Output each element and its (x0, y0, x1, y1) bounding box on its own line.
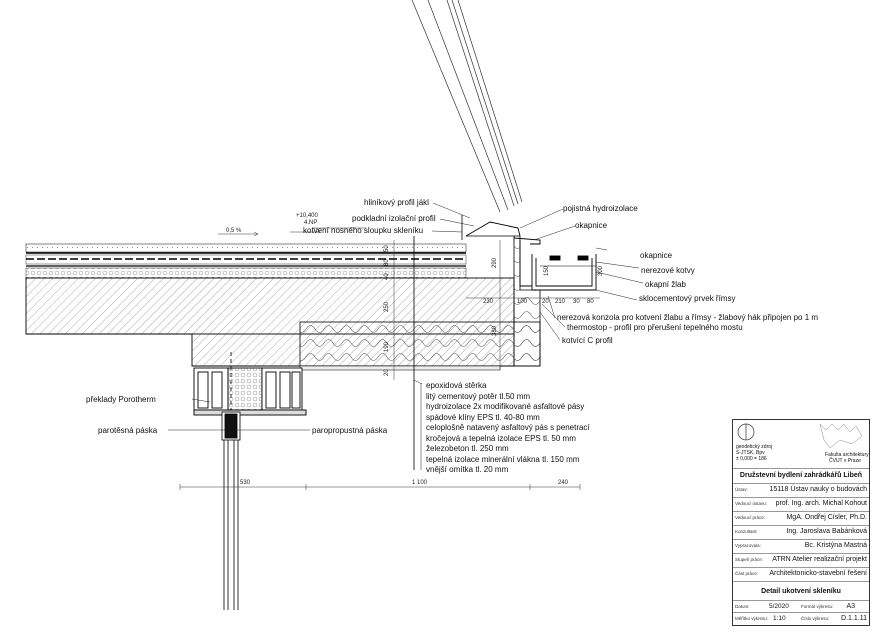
tb-row: Vedoucí práce: MgA. Ondřej Císler, Ph.D. (733, 511, 869, 525)
level-value: +10,400 (296, 213, 318, 219)
tb-key: Měřítko výkresu: (735, 616, 769, 621)
tb-value: 5/2020 (769, 603, 789, 610)
tb-key: Konzultant: (735, 529, 758, 534)
layer-item: železobeton tl. 250 mm (426, 444, 509, 453)
label-nerezove-kotvy: nerezové kotvy (641, 266, 695, 275)
tb-key: Datum: (735, 604, 750, 609)
dim-530: 530 (240, 480, 251, 486)
label-paropropustna-paska: paropropustná páska (312, 426, 388, 435)
tb-key: Vedoucí ústavu: (735, 501, 768, 506)
window-frame (221, 352, 241, 610)
tb-key: Číslo výkresu: (801, 616, 830, 621)
label-nerezova-konzola: nerezová konzola pro kotvení žlabu a řím… (557, 313, 819, 322)
tb-key: Vedoucí práce: (735, 515, 766, 520)
geo-line-3: ± 0,000 = 186 (736, 456, 767, 462)
tb-key: Vypracovala: (735, 543, 761, 548)
layer-item: epoxidová stěrka (426, 381, 487, 390)
porotherm-lintels (193, 367, 307, 416)
tb-row: Část práce: Architektonicko-stavební řeš… (733, 567, 869, 581)
label-okapnice-2: okapnice (640, 251, 673, 260)
dim-1100: 1 100 (412, 480, 428, 486)
dim-v40: 40 (384, 273, 390, 280)
dim-v50: 50 (384, 245, 390, 252)
tb-value: A3 (846, 603, 855, 610)
dim-v380: 380 (492, 325, 498, 336)
dim-230: 230 (483, 299, 494, 305)
dim-v150: 150 (544, 265, 550, 276)
dim-100: 100 (517, 299, 528, 305)
tb-value: prof. Ing. arch. Michal Kohout (775, 500, 867, 507)
layer-item: spádové klíny EPS tl. 40-80 mm (426, 412, 540, 422)
sheet-title-row: Detail ukotvení skleníku (733, 581, 869, 600)
label-pojistna-hydroizolace: pojistná hydroizolace (563, 204, 638, 213)
greenhouse-glazing (411, 0, 523, 213)
tb-row: Konzultant: Ing. Jaroslava Babánková (733, 525, 869, 539)
dim-v250: 250 (384, 301, 390, 312)
layer-item: hydroizolace 2x modifikované asfaltové p… (426, 402, 585, 411)
layer-item: tepelná izolace minerální vlákna tl. 150… (426, 454, 580, 464)
north-arrow-icon (737, 423, 755, 441)
tb-value: Ing. Jaroslava Babánková (786, 528, 867, 535)
label-podkladni-profil: podkladní izolační profil (352, 214, 436, 223)
dim-v300: 300 (598, 265, 604, 276)
label-parotesna-paska: parotěsná páska (98, 426, 158, 435)
dim-20: 20 (542, 299, 549, 305)
geo-line-2: S-JTSK, Bpv (736, 450, 765, 456)
tb-key: Část práce: (735, 571, 759, 576)
tb-value: ATRN Atelier realizační projekt (772, 556, 867, 563)
tb-key: Formát výkresu: (801, 604, 834, 609)
dimension-lines (179, 227, 600, 490)
tb-row: Vypracovala: Bc. Kristýna Mastná (733, 539, 869, 553)
dim-v20: 20 (384, 369, 390, 376)
tb-row: Ústav: 15118 Ústav nauky o budovách (733, 483, 869, 497)
layer-list: epoxidová stěrka litý cementový potěr tl… (426, 381, 590, 476)
tb-row: Datum: 5/2020 Formát výkresu: A3 (733, 600, 869, 614)
gutter-cornice (465, 221, 597, 291)
tb-row: Měřítko výkresu: 1:10 Číslo výkresu: D.1… (733, 612, 869, 626)
label-kotvici-c-profil: kotvící C profil (562, 336, 613, 345)
dim-210: 210 (555, 299, 566, 305)
school-line-2: ČVUT v Praze (829, 458, 861, 464)
label-hlinikovy-profil: hliníkový profil jákl (364, 198, 429, 207)
layer-item: celoplošně natavený asfaltový pás s pene… (426, 423, 590, 432)
label-thermostop: thermostop - profil pro přerušení tepeln… (567, 323, 743, 332)
tb-value: Bc. Kristýna Mastná (804, 542, 867, 549)
level-floor: 4.NP (304, 220, 318, 226)
label-kotveni-sloupku: kotvení nosného sloupku skleníku (303, 226, 424, 235)
label-preklady-porotherm: překlady Porotherm (86, 395, 156, 404)
school-line-1: Fakulta architektury (825, 452, 869, 458)
leader-lines (168, 202, 644, 470)
anchor-post (413, 215, 463, 470)
tb-value: 1:10 (773, 615, 786, 622)
dim-30: 30 (573, 299, 580, 305)
roof-layers (25, 243, 467, 279)
label-sklocementovy-prvek: sklocementový prvek římsy (639, 294, 736, 303)
school-logo-icon (819, 423, 863, 449)
dim-v80: 80 (384, 259, 390, 266)
sheet-title: Detail ukotvení skleníku (761, 588, 841, 595)
layer-item: vnější omítka tl. 20 mm (426, 465, 509, 474)
slope-value: 0,5 % (226, 228, 242, 234)
tb-value: MgA. Ondřej Císler, Ph.D. (786, 514, 867, 521)
tb-value: Architektonicko-stavební řešení (769, 570, 867, 577)
tb-row: Stupeň práce: ATRN Atelier realizační pr… (733, 553, 869, 567)
tb-key: Stupeň práce: (735, 557, 764, 562)
dim-v190: 190 (384, 341, 390, 352)
tb-value: D.1.1.11 (841, 615, 867, 622)
dim-80: 80 (587, 299, 594, 305)
layer-item: kročejová a tepelná izolace EPS tl. 50 m… (426, 433, 576, 443)
project-row: Družstevní bydlení zahrádkářů Libeň (733, 468, 869, 483)
tb-value: 15118 Ústav nauky o budovách (769, 486, 867, 493)
dim-240: 240 (558, 480, 569, 486)
geo-line-1: geodetický zdroj (736, 444, 773, 450)
tb-row: Vedoucí ústavu: prof. Ing. arch. Michal … (733, 497, 869, 511)
tb-key: Ústav: (735, 487, 748, 492)
layer-item: litý cementový potěr tl.50 mm (426, 391, 531, 401)
project-title: Družstevní bydlení zahrádkářů Libeň (739, 472, 863, 479)
label-okapni-zlab: okapní žlab (645, 280, 686, 289)
title-block: geodetický zdroj S-JTSK, Bpv ± 0,000 = 1… (732, 419, 870, 626)
label-okapnice-1: okapnice (575, 221, 608, 230)
dim-v290: 290 (492, 257, 498, 268)
